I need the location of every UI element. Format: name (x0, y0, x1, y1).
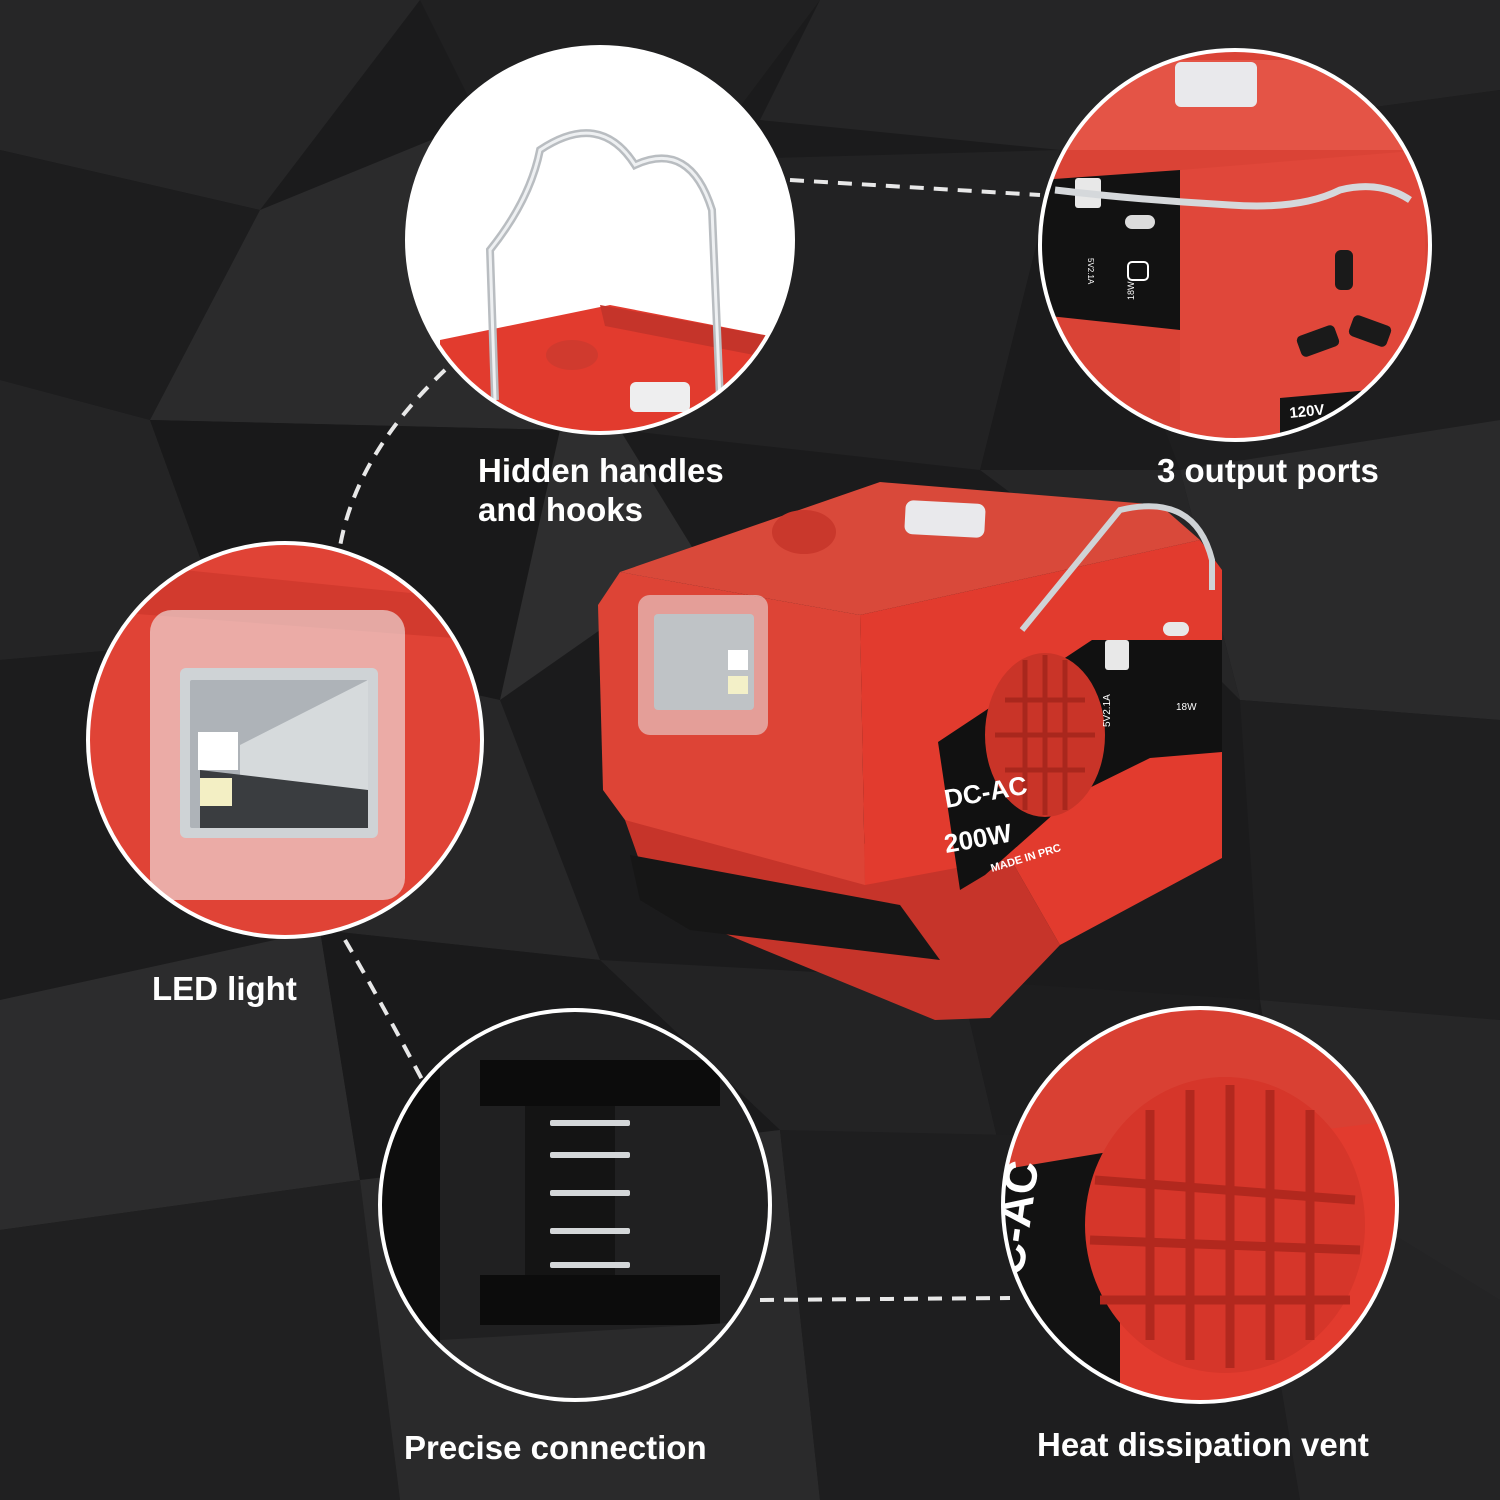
top-button (772, 510, 836, 554)
callout-heat-vent: Heat dissipation vent (1037, 1426, 1369, 1463)
detail-circle-connection (380, 1010, 770, 1400)
connector-handles-to-led (336, 368, 447, 561)
closeup-ac-rating: 120V (1289, 401, 1326, 422)
circle-border-led (86, 541, 484, 939)
connector-led-to-connection (343, 938, 427, 1086)
device-handle-wire (1019, 503, 1215, 632)
usb-c-port (1163, 622, 1189, 636)
callout-hidden-handles-line1: Hidden handles (478, 452, 724, 489)
callout-hidden-handles-line2: and hooks (478, 491, 644, 528)
top-led-window (904, 500, 986, 538)
usb-a-rating-text: 5V2.1A (1102, 694, 1113, 727)
detail-circle-ports: 5V2.1A 18W 120V (1040, 50, 1430, 440)
battery-rail (630, 855, 940, 960)
circle-border-vent (1001, 1006, 1399, 1404)
callout-precise-connection: Precise connection (404, 1429, 707, 1466)
circle-border-ports (1038, 48, 1432, 442)
callout-led-light: LED light (152, 970, 297, 1007)
led-chip-2 (728, 676, 748, 694)
detail-circle-vent: DC-AC (1003, 1008, 1397, 1402)
circle-border-connection (378, 1008, 772, 1402)
circle-border-handles (405, 45, 795, 435)
detail-circle-led (88, 543, 482, 937)
usb-c-rating-text: 18W (1176, 702, 1197, 713)
usb-a-port (1105, 640, 1129, 670)
callout-hidden-handles: Hidden handles and hooks (478, 451, 724, 529)
connector-handles-to-ports (789, 178, 1041, 197)
connector-connection-to-vent (759, 1296, 1011, 1302)
detail-circle-handles (407, 47, 793, 433)
device-top (620, 482, 1200, 615)
led-chip (728, 650, 748, 670)
closeup-usb-a-rating: 5V2.1A (1086, 258, 1095, 285)
callout-output-ports: 3 output ports (1157, 452, 1379, 489)
closeup-usb-c-rating: 18W (1126, 281, 1136, 300)
